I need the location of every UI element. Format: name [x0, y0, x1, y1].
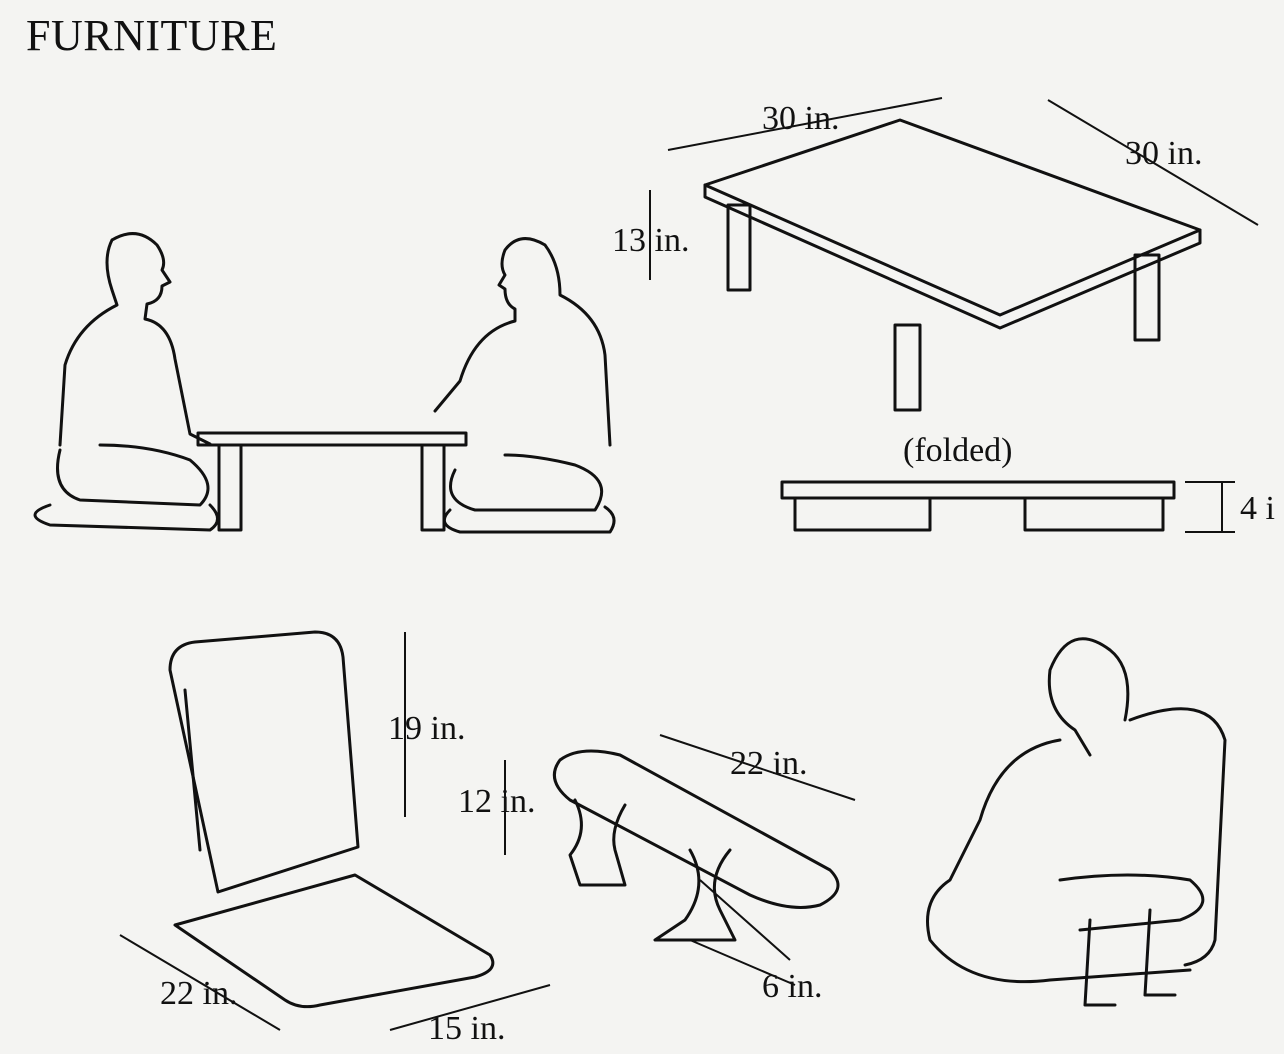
page-title: FURNITURE — [26, 11, 278, 60]
armrest — [504, 734, 856, 986]
table-width-label: 30 in. — [762, 100, 840, 137]
armrest-base-label: 6 in. — [762, 968, 823, 1005]
armrest-height-label: 12 in. — [458, 783, 536, 820]
low-table — [649, 97, 1259, 412]
folded-table — [780, 480, 1235, 533]
table-height-label: 13 in. — [612, 222, 690, 259]
armrest-length-label: 22 in. — [730, 745, 808, 782]
folded-label: (folded) — [903, 432, 1013, 469]
floor-chair — [119, 630, 551, 1031]
seated-figures-at-table — [33, 232, 616, 534]
chair-width-label: 15 in. — [428, 1010, 506, 1047]
seated-man-with-chair-and-armrest — [926, 637, 1227, 1007]
chair-back-height-label: 19 in. — [388, 710, 466, 747]
folded-height-label: 4 i — [1240, 490, 1275, 527]
table-depth-label: 30 in. — [1125, 135, 1203, 172]
chair-depth-label: 22 in. — [160, 975, 238, 1012]
